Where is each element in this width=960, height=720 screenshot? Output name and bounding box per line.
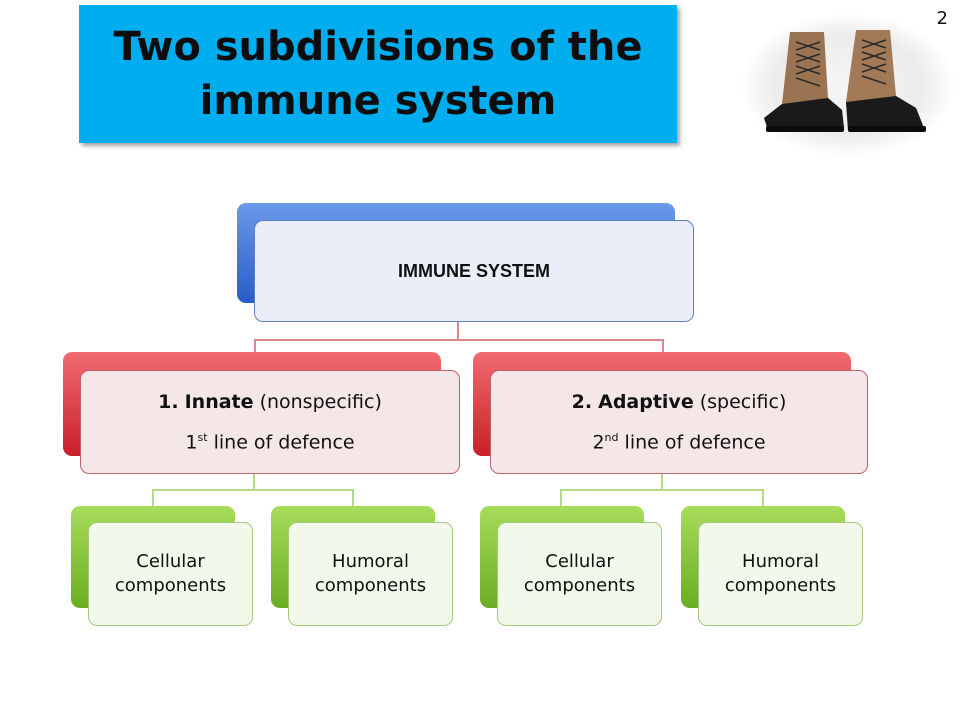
- adaptive-cellular-line1: Cellular: [545, 551, 614, 572]
- innate-node: 1. Innate (nonspecific) 1st line of defe…: [80, 370, 460, 474]
- adaptive-line-text: line of defence: [624, 431, 766, 454]
- leather-boots-icon: [740, 13, 956, 157]
- adaptive-leaf-connector: [560, 474, 764, 506]
- innate-defence-line: 1st line of defence: [185, 420, 354, 460]
- innate-name: Innate: [184, 390, 254, 413]
- adaptive-cellular-line2: components: [523, 575, 636, 596]
- innate-humoral-line1: Humoral: [332, 551, 409, 572]
- innate-qualifier: (nonspecific): [259, 390, 382, 413]
- slide-title-box: Two subdivisions of the immune system: [79, 5, 677, 143]
- root-node-label: IMMUNE SYSTEM: [397, 260, 550, 281]
- adaptive-line-number: 2: [592, 431, 605, 454]
- root-node: IMMUNE SYSTEM: [254, 220, 694, 322]
- innate-node-title: 1. Innate (nonspecific): [158, 384, 382, 420]
- root-branch-connector: [254, 322, 664, 352]
- adaptive-cellular-node: Cellular components: [497, 522, 662, 626]
- adaptive-node: 2. Adaptive (specific) 2nd line of defen…: [490, 370, 868, 474]
- page-number: 2: [936, 8, 948, 29]
- adaptive-node-title: 2. Adaptive (specific): [572, 384, 787, 420]
- adaptive-humoral-node: Humoral components: [698, 522, 863, 626]
- slide-title-line1: Two subdivisions of the: [113, 24, 643, 70]
- innate-humoral-line2: components: [314, 575, 427, 596]
- adaptive-number: 2.: [571, 390, 593, 413]
- innate-cellular-line2: components: [114, 575, 227, 596]
- innate-cellular-line1: Cellular: [136, 551, 205, 572]
- innate-line-sup: st: [197, 430, 208, 444]
- innate-cellular-node: Cellular components: [88, 522, 253, 626]
- slide-title: Two subdivisions of the immune system: [113, 20, 642, 128]
- adaptive-line-sup: nd: [604, 430, 619, 444]
- innate-humoral-node: Humoral components: [288, 522, 453, 626]
- adaptive-name: Adaptive: [598, 390, 694, 413]
- innate-line-number: 1: [185, 431, 198, 454]
- innate-line-text: line of defence: [213, 431, 355, 454]
- innate-leaf-connector: [152, 474, 354, 506]
- adaptive-qualifier: (specific): [699, 390, 787, 413]
- slide-title-line2: immune system: [199, 78, 557, 124]
- adaptive-humoral-line1: Humoral: [742, 551, 819, 572]
- innate-number: 1.: [158, 390, 179, 413]
- adaptive-humoral-line2: components: [724, 575, 837, 596]
- adaptive-defence-line: 2nd line of defence: [592, 420, 765, 460]
